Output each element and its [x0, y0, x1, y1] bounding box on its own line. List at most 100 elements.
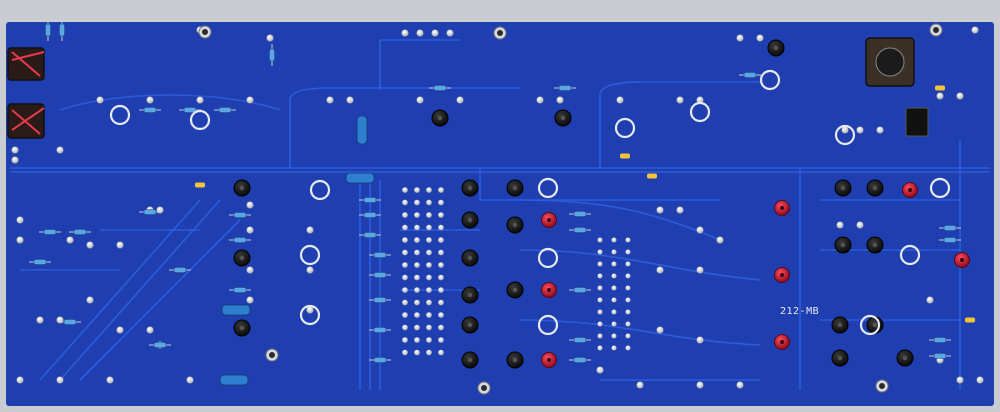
jack-socket-icon [461, 211, 479, 229]
resistor-icon [939, 237, 961, 243]
solder-pad [856, 221, 864, 229]
resistor-body [943, 225, 957, 231]
connector-top-left [7, 47, 45, 81]
solder-pad [426, 199, 432, 206]
jack-socket-icon [866, 316, 884, 334]
mounting-hole-icon [269, 352, 275, 358]
solder-pad [414, 249, 420, 256]
jack-socket-icon [831, 316, 849, 334]
resistor-icon [939, 225, 961, 231]
resistor-icon [359, 197, 381, 203]
solder-pad [438, 324, 444, 331]
resistor-icon [929, 353, 951, 359]
banana-jack-icon [541, 352, 557, 368]
solder-pad [426, 324, 432, 331]
solder-pad [246, 226, 254, 234]
solder-pad [306, 266, 314, 274]
resistor-body [363, 197, 377, 203]
resistor-body [933, 337, 947, 343]
capacitor-icon [221, 304, 251, 316]
solder-pad [625, 309, 631, 315]
pot-footprint [614, 117, 636, 139]
solder-pad [696, 266, 704, 274]
solder-pad [16, 376, 24, 384]
jack-socket-icon [506, 281, 524, 299]
resistor-icon [59, 319, 81, 325]
solder-pad [597, 273, 603, 279]
solder-pad [597, 333, 603, 339]
resistor-icon [569, 227, 591, 233]
solder-pad [611, 309, 617, 315]
pot-footprint [189, 109, 211, 131]
resistor-body [173, 267, 187, 273]
solder-pad [426, 249, 432, 256]
resistor-body [363, 212, 377, 218]
solder-pad [597, 309, 603, 315]
solder-pad [625, 261, 631, 267]
resistor-icon [569, 287, 591, 293]
solder-pad [402, 349, 408, 356]
solder-pad [611, 249, 617, 255]
jack-hole [908, 188, 912, 192]
resistor-body [153, 342, 167, 348]
pot-footprint [759, 69, 781, 91]
resistor-icon [429, 85, 451, 91]
mounting-hole-icon [933, 27, 939, 33]
jack-hole [837, 322, 843, 328]
solder-pad [611, 273, 617, 279]
solder-pad [625, 273, 631, 279]
solder-pad [756, 34, 764, 42]
solder-pad [416, 96, 424, 104]
resistor-body [269, 48, 275, 62]
jack-socket-icon [866, 236, 884, 254]
solder-pad [841, 126, 849, 134]
diode-icon [620, 153, 630, 159]
solder-pad [414, 212, 420, 218]
jack-socket-icon [896, 349, 914, 367]
resistor-body [233, 237, 247, 243]
solder-pad [426, 237, 432, 243]
solder-pad [246, 266, 254, 274]
jack-hole [467, 322, 473, 328]
resistor-body [373, 252, 387, 258]
jack-hole [840, 185, 846, 191]
resistor-body [558, 85, 572, 91]
solder-pad [306, 226, 314, 234]
jack-hole [467, 255, 473, 261]
resistor-icon [369, 357, 391, 363]
solder-pad [56, 146, 64, 154]
solder-pad [438, 337, 444, 343]
solder-pad [611, 321, 617, 327]
solder-pad [402, 274, 408, 281]
resistor-icon [229, 212, 251, 218]
solder-pad [438, 262, 444, 268]
solder-pad [402, 262, 408, 268]
solder-pad [611, 333, 617, 339]
solder-pad [438, 237, 444, 243]
solder-pad [431, 29, 439, 37]
solder-pad [625, 297, 631, 303]
resistor-icon [229, 237, 251, 243]
solder-pad [414, 262, 420, 268]
solder-pad [414, 312, 420, 318]
solder-pad [936, 92, 944, 100]
solder-pad [736, 381, 744, 389]
solder-pad [401, 29, 409, 37]
jack-socket-icon [506, 179, 524, 197]
solder-pad [597, 261, 603, 267]
resistor-icon [359, 212, 381, 218]
jack-hole [872, 242, 878, 248]
jack-hole [512, 357, 518, 363]
jack-socket-icon [431, 109, 449, 127]
solder-pad [596, 366, 604, 374]
pot-footprint [859, 314, 881, 336]
solder-pad [66, 236, 74, 244]
resistor-body [363, 232, 377, 238]
diode-icon [195, 182, 205, 188]
resistor-icon [39, 229, 61, 235]
resistor-icon [554, 85, 576, 91]
pot-footprint [299, 244, 321, 266]
solder-pad [16, 216, 24, 224]
solder-pad [414, 287, 420, 293]
